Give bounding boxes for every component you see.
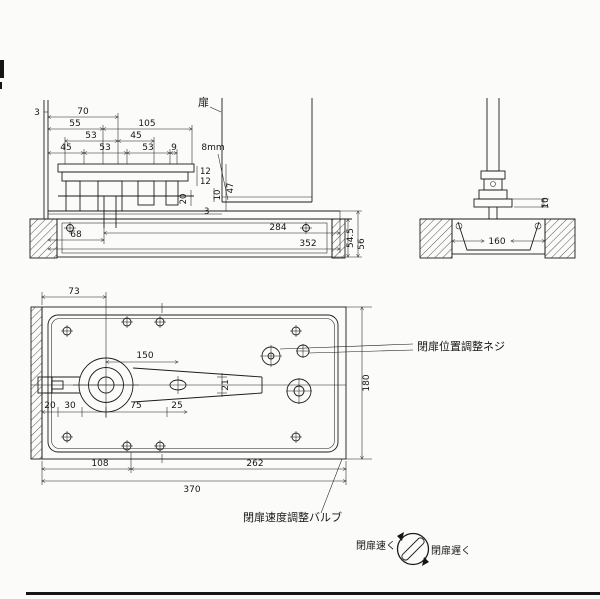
dim-53-c: 53 [142,143,153,153]
dim-70: 70 [77,107,89,117]
edge-mark [0,60,4,78]
valve-direction-icon [396,532,430,566]
frame-hatch-plan [30,306,43,460]
dim-25-plan: 25 [171,401,182,411]
dim-56: 56 [357,238,367,250]
door-leaf-side [486,98,500,172]
dim-20: 20 [179,194,189,205]
plan-view: 73 150 20 30 75 25 21 180 10 [30,287,372,495]
floor-hatch-side-left [419,218,453,259]
dim-47: 47 [226,183,236,194]
scan-artifacts [0,60,600,595]
floor-hatch-right [331,218,346,259]
front-right-dimensions: 12 12 20 3 10 47 [179,164,236,217]
mechanism-body [132,367,263,403]
dim-53-b: 53 [99,143,110,153]
dim-12-b: 12 [200,177,211,187]
dim-21: 21 [221,379,231,390]
dim-20-plan: 20 [44,401,56,411]
cement-case [56,218,333,258]
dim-pivot-10: 10 [541,197,551,209]
label-close-fast: 閉扉速く [356,539,396,552]
dim-frame-gap: 3 [34,108,40,118]
bottom-pivot-hardware [473,170,513,219]
label-close-slow: 閉扉遅く [431,544,471,557]
dim-30-plan: 30 [64,401,76,411]
arrow-ccw [397,532,404,541]
floor-hatch-left [29,218,58,259]
dim-54-5: 54.5 [346,228,356,248]
arm-slot [169,376,187,394]
dim-55: 55 [69,119,80,129]
arrow-cw [422,557,429,566]
adjuster-circles [260,344,312,404]
front-elevation-view: 3 70 55 105 53 45 45 53 53 9 12 12 20 3 … [29,96,367,259]
dim-370: 370 [183,485,200,495]
label-speed-valve: 閉扉速度調整バルブ [243,510,342,524]
dim-160: 160 [488,237,505,247]
dim-45-b: 45 [60,143,71,153]
hinge-hardware [57,163,195,228]
annotations: 閉扉位置調整ネジ 閉扉速度調整バルブ 閉扉速く 閉扉遅く [243,339,505,566]
edge-mark-small [0,82,2,89]
dim-10: 10 [213,190,223,201]
dim-68: 68 [70,230,82,240]
dim-12-a: 12 [200,167,211,177]
front-top-dimensions: 3 70 55 105 53 45 45 53 53 9 [34,107,193,164]
dim-53-a: 53 [85,131,96,141]
side-dimensions: 10 160 [451,197,551,247]
cement-case-side [451,218,546,255]
dim-9: 9 [171,143,177,153]
bottom-scan-line [26,592,600,595]
dim-3: 3 [204,207,209,217]
dim-262: 262 [246,459,263,469]
cover-plate-plan [47,314,339,453]
door-leaf [221,98,313,203]
dim-105: 105 [138,119,155,129]
dim-75-plan: 75 [130,401,141,411]
door-frame-edge [43,100,49,219]
screw-holes [61,316,302,452]
dim-352: 352 [299,239,316,249]
label-position-screw: 閉扉位置調整ネジ [417,339,505,353]
dim-73: 73 [68,287,79,297]
dim-180: 180 [362,374,372,391]
dim-284: 284 [269,223,286,233]
plan-dimensions: 73 150 20 30 75 25 21 180 10 [41,287,372,495]
case-outline-plan [41,306,347,460]
dim-45-a: 45 [130,131,141,141]
front-bottom-dimensions: 68 284 352 54.5 56 [47,210,367,258]
floor-hatch-side-right [544,218,576,259]
side-elevation-view: 10 160 [419,98,576,259]
dim-108: 108 [91,459,108,469]
door-label: 扉 [198,96,209,109]
door-gap-label: 8mm [201,143,224,153]
dim-150: 150 [136,351,153,361]
